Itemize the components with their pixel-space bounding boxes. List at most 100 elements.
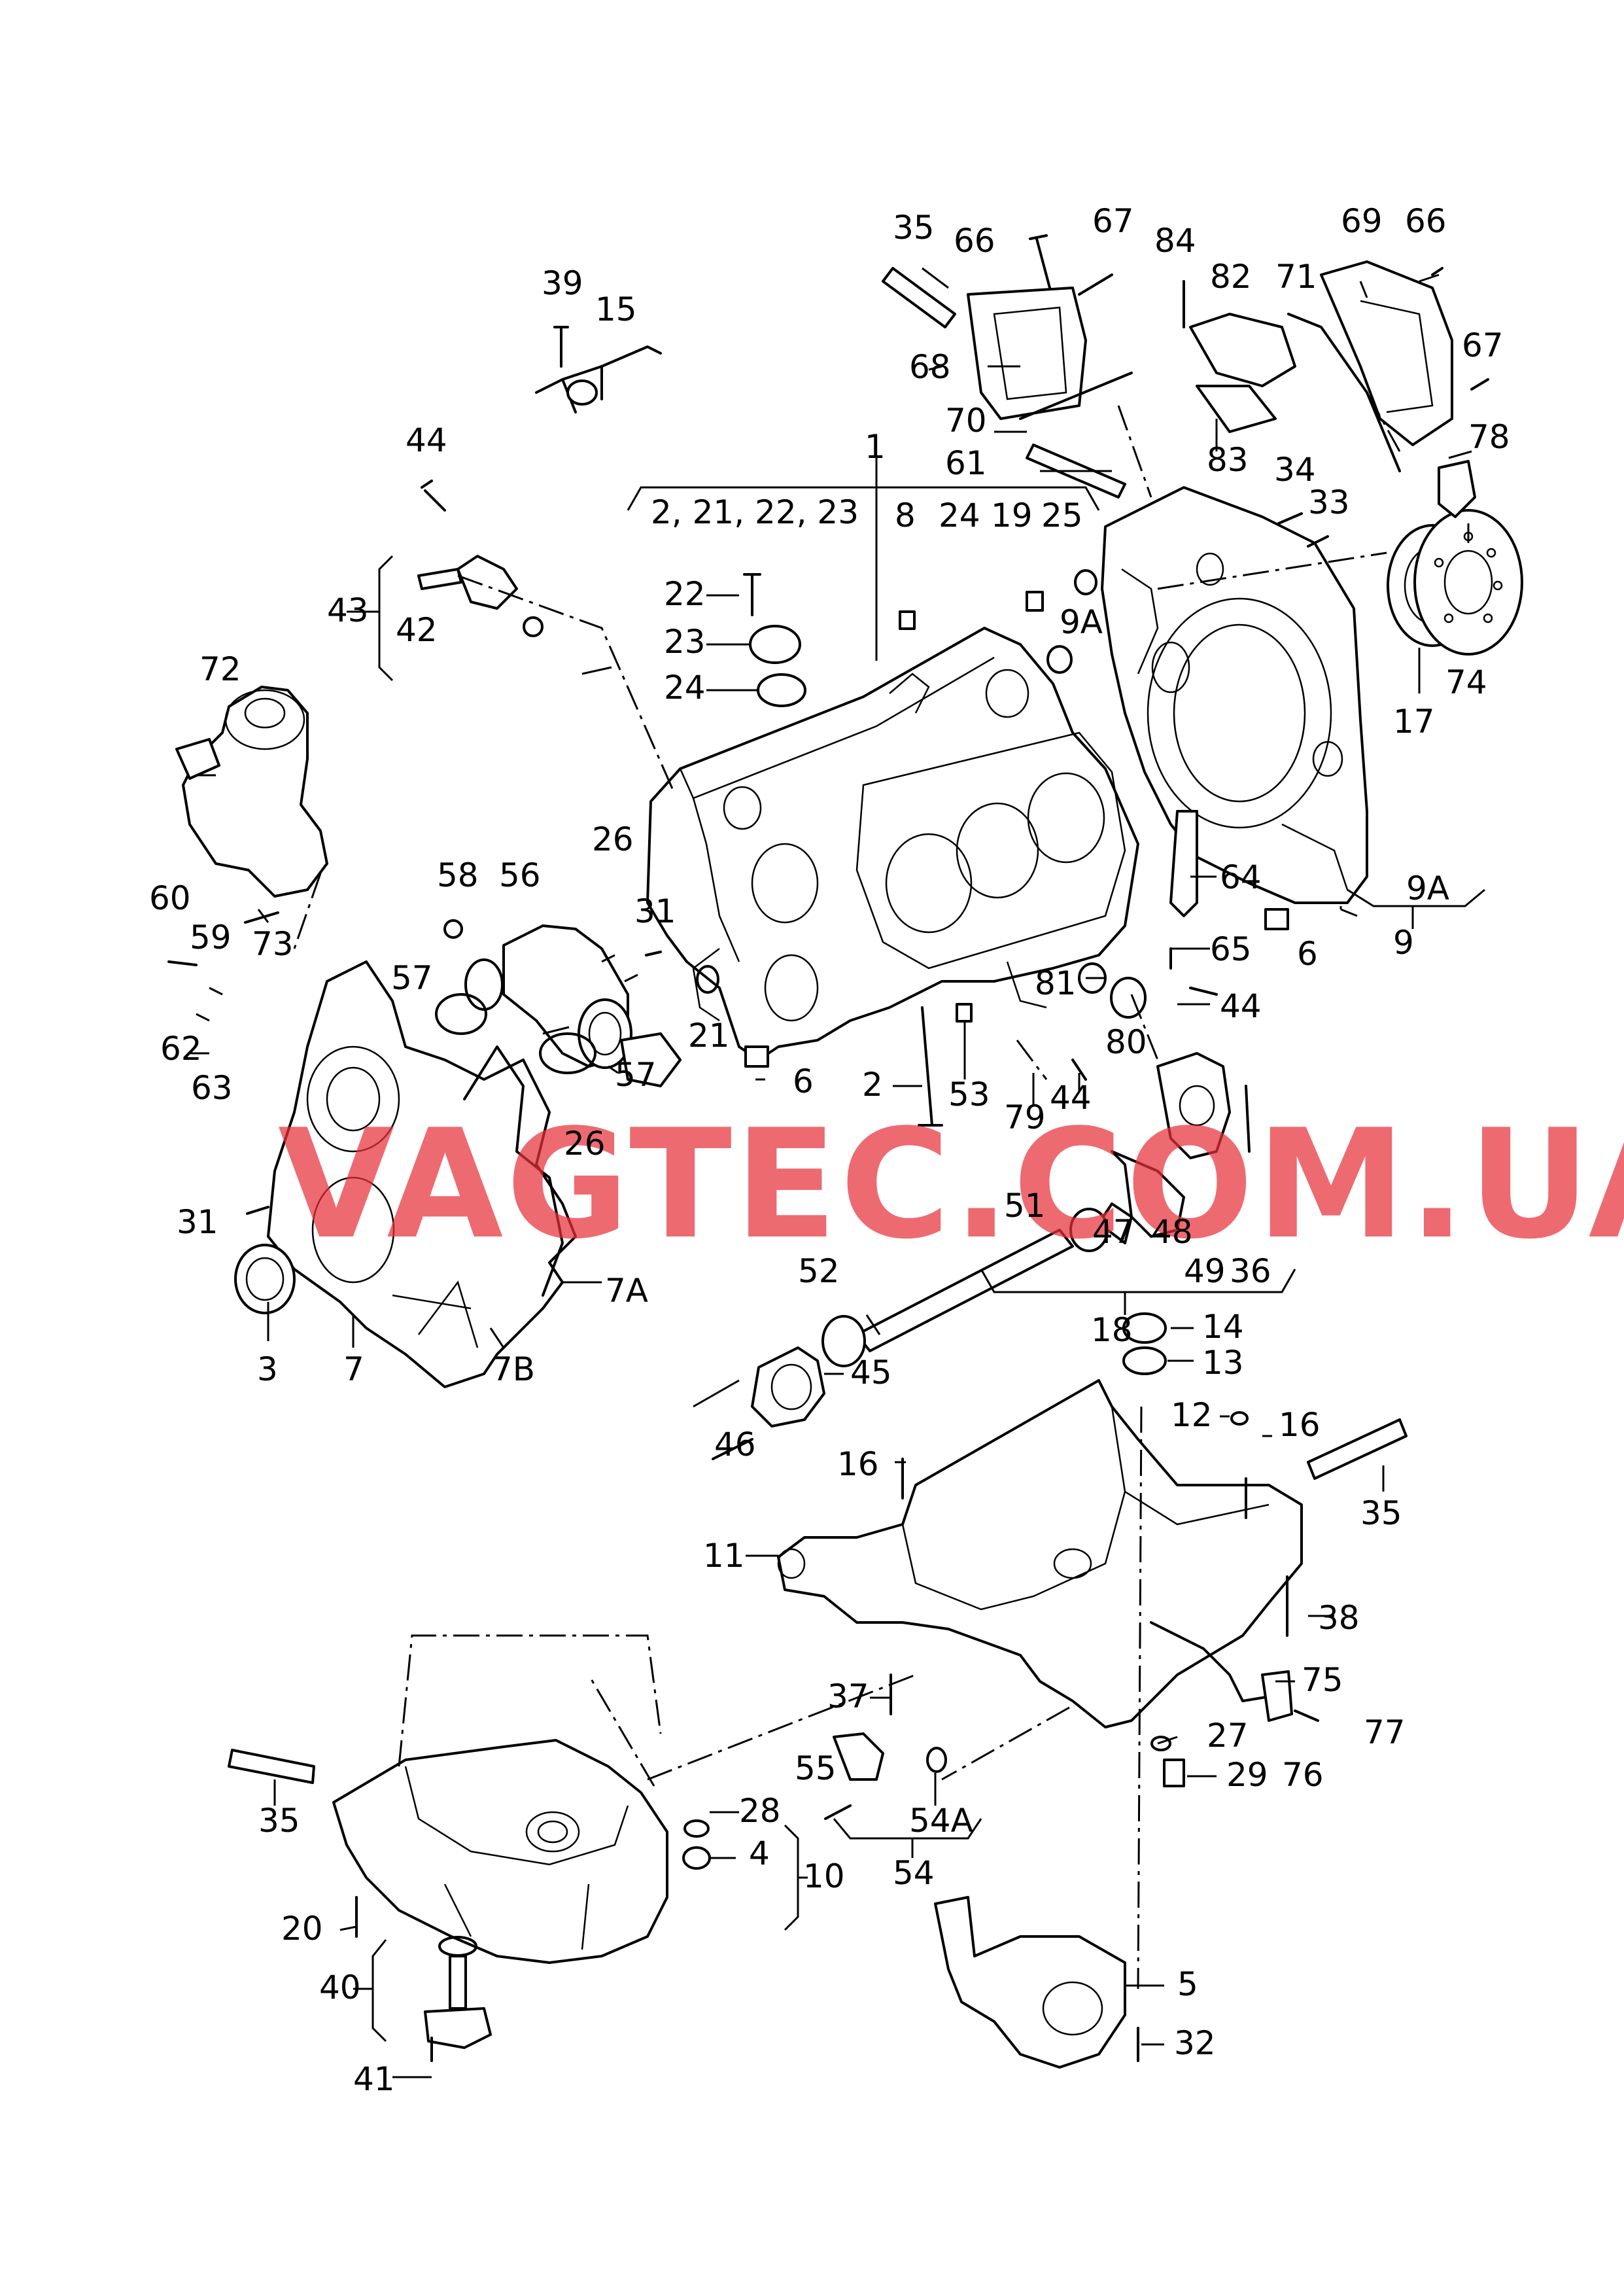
callout-59: 59 xyxy=(190,919,232,956)
callout-47: 47 xyxy=(1092,1213,1134,1251)
callout-13: 13 xyxy=(1202,1344,1244,1382)
callout-71: 71 xyxy=(1275,258,1317,296)
callout-44-top: 44 xyxy=(406,421,447,459)
callout-44-mid: 44 xyxy=(1050,1079,1092,1117)
callout-10: 10 xyxy=(803,1857,845,1895)
callout-2: 2 xyxy=(862,1066,883,1104)
callout-40: 40 xyxy=(319,1969,361,2006)
callout-35-top: 35 xyxy=(893,209,935,247)
callout-8: 8 xyxy=(895,497,916,534)
callout-19: 19 xyxy=(991,497,1033,534)
callout-68: 68 xyxy=(909,348,951,386)
callout-9: 9 xyxy=(1393,924,1414,962)
callout-2-group: 2, 21, 22, 23 xyxy=(651,493,859,531)
oil-strainer xyxy=(934,1896,1126,2069)
callout-57-right: 57 xyxy=(615,1056,657,1094)
callout-22: 22 xyxy=(664,575,706,613)
callout-3: 3 xyxy=(257,1350,278,1388)
callout-44-right: 44 xyxy=(1220,987,1262,1025)
callout-35-left: 35 xyxy=(258,1802,300,1840)
oil-pan-lower xyxy=(332,1739,668,1964)
callout-38: 38 xyxy=(1318,1599,1360,1637)
callout-9a-bottom: 9A xyxy=(1406,869,1449,907)
oil-filter-housing xyxy=(175,686,328,898)
callout-31-left: 31 xyxy=(177,1203,218,1241)
callout-37: 37 xyxy=(827,1677,869,1715)
callout-82: 82 xyxy=(1210,258,1252,296)
callout-17: 17 xyxy=(1393,703,1435,741)
alignment-lines xyxy=(293,392,1401,1989)
callout-51: 51 xyxy=(1004,1187,1046,1225)
callout-83: 83 xyxy=(1207,441,1249,479)
front-crank-seal xyxy=(234,1244,296,1314)
callout-16-right: 16 xyxy=(1279,1406,1321,1444)
bearing-cap xyxy=(751,1346,825,1428)
callout-6-right: 6 xyxy=(1297,935,1318,973)
callout-66-top: 66 xyxy=(954,222,995,260)
callout-29: 29 xyxy=(1226,1756,1268,1794)
callout-80: 80 xyxy=(1105,1023,1147,1061)
callout-16-left: 16 xyxy=(837,1445,879,1483)
callout-48: 48 xyxy=(1151,1213,1193,1251)
callout-45: 45 xyxy=(850,1354,892,1392)
callout-72: 72 xyxy=(199,650,241,688)
rear-seal-parts xyxy=(1387,460,1523,656)
callout-75: 75 xyxy=(1302,1661,1343,1699)
callout-7a: 7A xyxy=(605,1272,648,1310)
callout-66-right: 66 xyxy=(1405,202,1447,240)
callout-41: 41 xyxy=(353,2060,395,2098)
callout-31-mid: 31 xyxy=(634,892,676,930)
callout-56: 56 xyxy=(499,856,541,894)
callout-52: 52 xyxy=(798,1252,840,1290)
callout-57-left: 57 xyxy=(391,959,433,997)
coolant-pump-assembly xyxy=(435,919,632,1074)
callout-24: 24 xyxy=(664,669,706,707)
callout-26-mid: 26 xyxy=(564,1125,606,1163)
callout-4: 4 xyxy=(749,1834,770,1872)
callout-54: 54 xyxy=(893,1854,935,1892)
bolts xyxy=(167,234,1489,2062)
oil-pan-upper xyxy=(777,1379,1303,1728)
timing-chain-cover xyxy=(267,960,577,1388)
leader-lines xyxy=(190,267,1485,2078)
callout-12: 12 xyxy=(1171,1396,1213,1434)
cylinder-block xyxy=(646,627,1139,1061)
rear-engine-cover xyxy=(1101,486,1368,904)
callout-49: 49 xyxy=(1184,1252,1226,1290)
callout-23: 23 xyxy=(664,623,706,661)
callout-53: 53 xyxy=(948,1076,990,1113)
callout-81: 81 xyxy=(1035,964,1077,1002)
callout-6-mid: 6 xyxy=(793,1062,814,1100)
callout-32: 32 xyxy=(1174,2024,1216,2062)
callout-76: 76 xyxy=(1282,1756,1324,1794)
oil-level-sensor xyxy=(424,1936,492,2049)
watermark-text: VAGTEC.COM.UA xyxy=(278,1098,1624,1272)
callout-73: 73 xyxy=(252,925,294,963)
callout-58: 58 xyxy=(437,856,479,894)
callout-65: 65 xyxy=(1210,930,1252,968)
callout-35-right: 35 xyxy=(1360,1494,1402,1532)
callout-20: 20 xyxy=(281,1910,323,1948)
callout-7: 7 xyxy=(343,1350,364,1388)
callout-34: 34 xyxy=(1274,451,1316,489)
callout-62: 62 xyxy=(160,1030,202,1068)
callout-78: 78 xyxy=(1468,418,1510,456)
callout-79: 79 xyxy=(1004,1098,1046,1136)
callout-67-right: 67 xyxy=(1462,326,1504,364)
small-components xyxy=(228,267,1408,1870)
callout-74: 74 xyxy=(1445,663,1487,701)
callout-18: 18 xyxy=(1091,1311,1133,1349)
callout-7b: 7B xyxy=(492,1350,535,1388)
callout-25: 25 xyxy=(1041,497,1083,534)
callout-36: 36 xyxy=(1230,1252,1271,1290)
callout-77: 77 xyxy=(1364,1713,1406,1751)
callout-67-top: 67 xyxy=(1092,202,1134,240)
callout-27: 27 xyxy=(1207,1717,1249,1755)
callout-60: 60 xyxy=(149,879,191,917)
callout-21: 21 xyxy=(688,1017,730,1055)
callout-46: 46 xyxy=(714,1426,756,1463)
callout-5: 5 xyxy=(1177,1965,1198,2003)
callout-42: 42 xyxy=(396,611,438,649)
callout-24-top: 24 xyxy=(939,497,980,534)
